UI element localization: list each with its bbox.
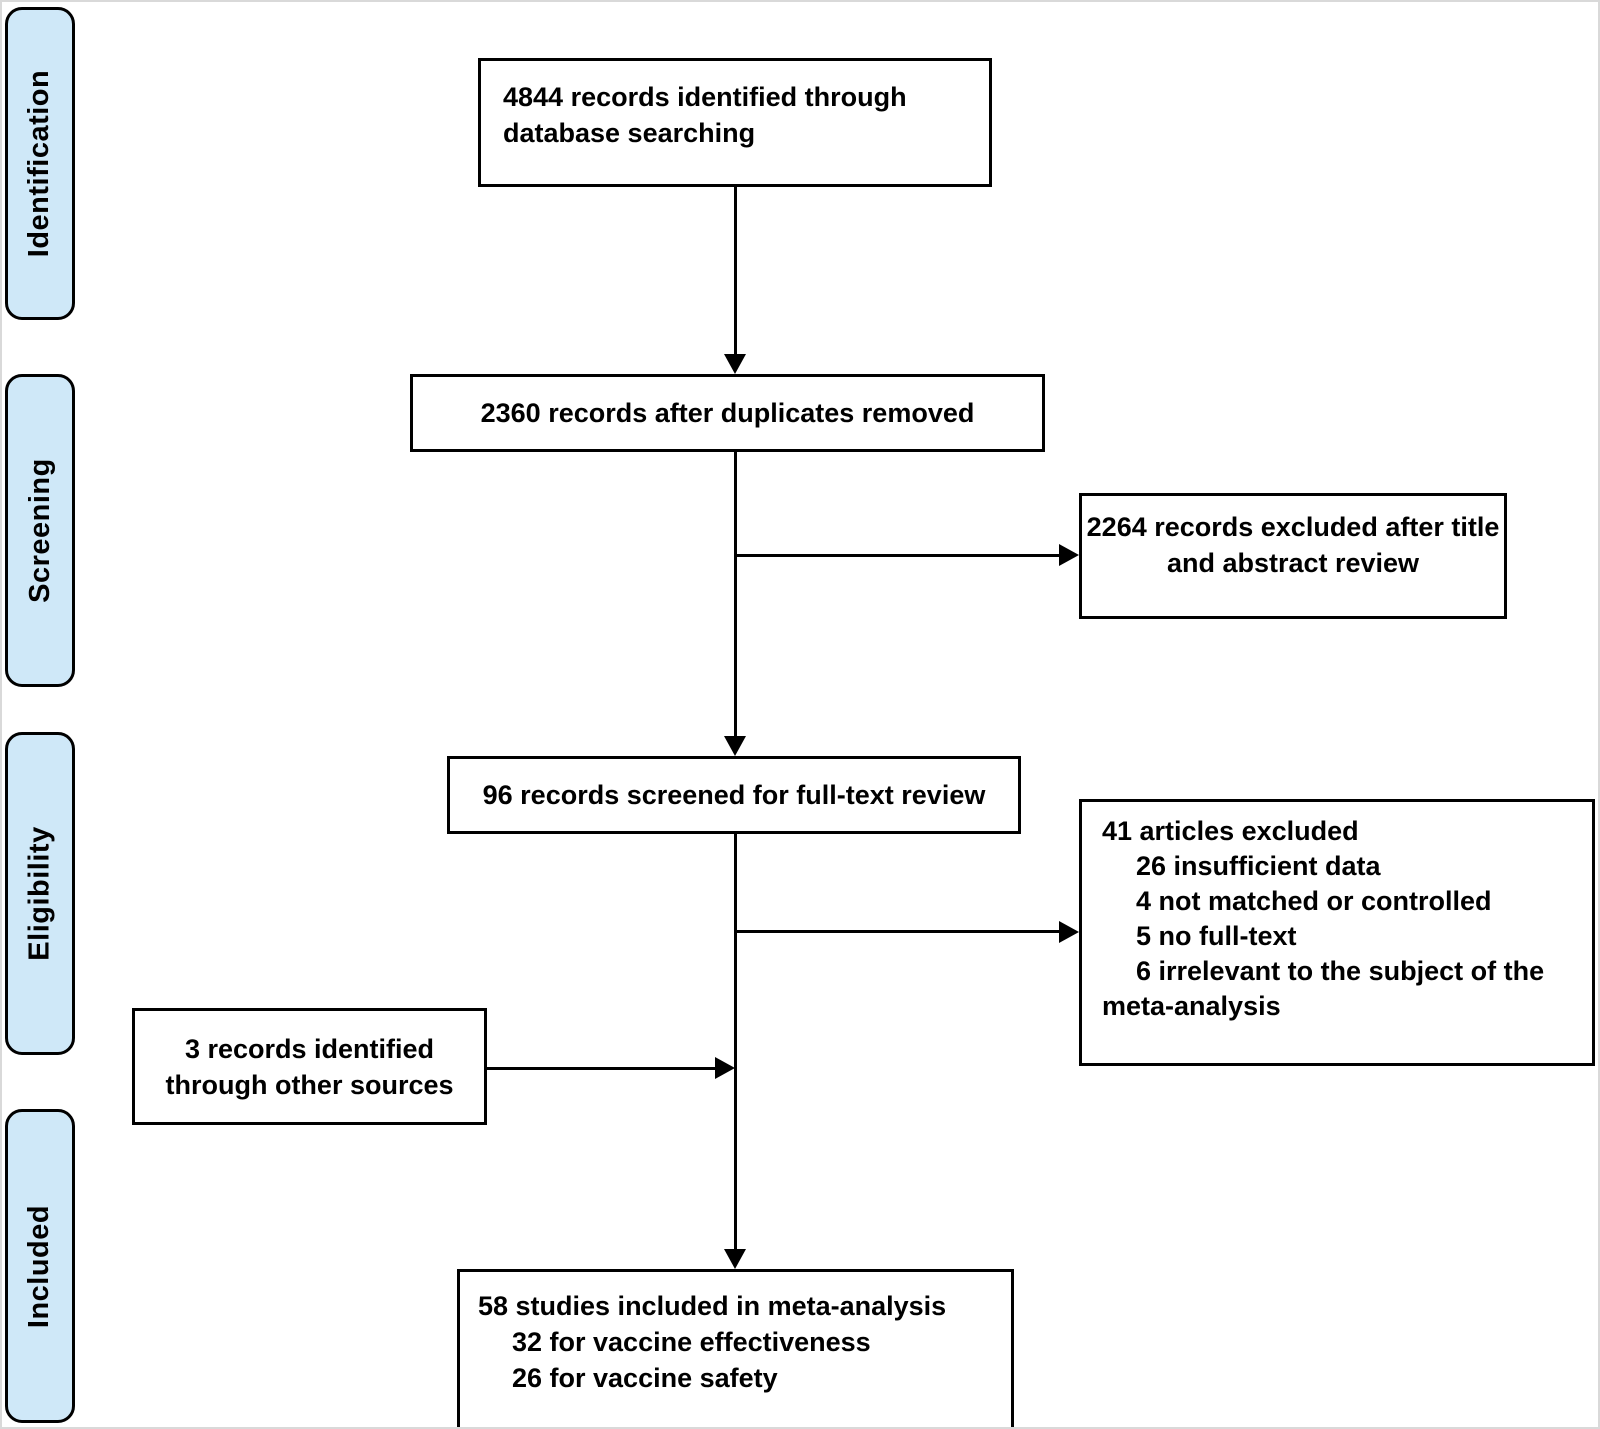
connector-screened-to-included <box>734 834 737 1249</box>
box-fulltext-excluded-line4: 5 no full-text <box>1136 921 1297 951</box>
box-fulltext-excluded-line2: 26 insufficient data <box>1136 851 1381 881</box>
box-fulltext-screened-text: 96 records screened for full-text review <box>482 780 986 810</box>
box-title-abstract-excluded-line2: and abstract review <box>1166 548 1420 578</box>
connector-to-title-abstract-excluded <box>735 554 1059 557</box>
arrowhead-identified-to-duplicates <box>724 354 746 374</box>
connector-duplicates-to-screened <box>734 452 737 736</box>
stage-eligibility: Eligibility <box>5 732 75 1055</box>
arrowhead-to-title-abstract-excluded <box>1059 544 1079 566</box>
stage-screening-label: Screening <box>23 458 56 603</box>
box-included-studies: 58 studies included in meta-analysis 32 … <box>457 1269 1014 1427</box>
box-included-studies-line2: 32 for vaccine effectiveness <box>512 1327 871 1357</box>
connector-to-fulltext-excluded <box>735 930 1059 933</box>
stage-eligibility-label: Eligibility <box>23 826 56 961</box>
box-fulltext-excluded: 41 articles excluded 26 insufficient dat… <box>1079 799 1595 1066</box>
arrowhead-to-fulltext-excluded <box>1059 921 1079 943</box>
box-included-studies-line3: 26 for vaccine safety <box>512 1363 778 1393</box>
box-duplicates-removed: 2360 records after duplicates removed <box>410 374 1045 452</box>
box-other-sources-line2: through other sources <box>165 1069 454 1100</box>
arrowhead-duplicates-to-screened <box>724 736 746 756</box>
stage-identification: Identification <box>5 7 75 320</box>
box-included-studies-line1: 58 studies included in meta-analysis <box>478 1291 947 1321</box>
box-title-abstract-excluded-line1: 2264 records excluded after title <box>1086 512 1500 542</box>
box-fulltext-screened: 96 records screened for full-text review <box>447 756 1021 834</box>
connector-identified-to-duplicates <box>734 187 737 354</box>
box-title-abstract-excluded: 2264 records excluded after title and ab… <box>1079 493 1507 619</box>
stage-identification-label: Identification <box>23 69 56 258</box>
stage-included-label: Included <box>23 1204 56 1328</box>
box-fulltext-excluded-line1: 41 articles excluded <box>1102 816 1359 846</box>
stage-screening: Screening <box>5 374 75 687</box>
box-duplicates-removed-text: 2360 records after duplicates removed <box>480 398 975 428</box>
box-fulltext-excluded-line3: 4 not matched or controlled <box>1136 886 1492 916</box>
stage-included: Included <box>5 1109 75 1423</box>
connector-other-sources-to-main <box>487 1067 715 1070</box>
box-other-sources-line1: 3 records identified <box>184 1033 435 1064</box>
arrowhead-other-sources-to-main <box>715 1057 735 1079</box>
arrowhead-screened-to-included <box>724 1249 746 1269</box>
box-other-sources: 3 records identified through other sourc… <box>132 1008 487 1125</box>
box-records-identified: 4844 records identified through database… <box>478 58 992 187</box>
box-fulltext-excluded-line5: 6 irrelevant to the subject of the <box>1136 956 1545 986</box>
box-fulltext-excluded-line6: meta-analysis <box>1102 991 1281 1021</box>
box-records-identified-line1: 4844 records identified through <box>503 82 907 112</box>
box-records-identified-line2: database searching <box>503 118 756 148</box>
